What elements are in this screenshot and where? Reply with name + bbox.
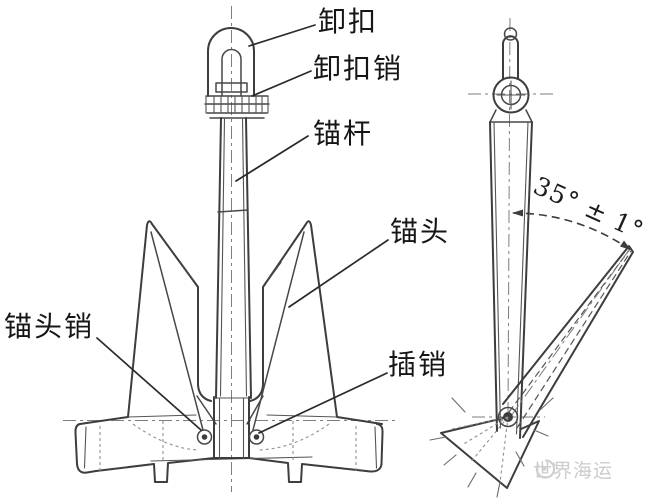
shank-leader-line: [235, 135, 309, 182]
side-fluke-blade: [502, 245, 634, 438]
cotter-pin-circle: [248, 429, 265, 445]
side-centerline-vertical: [507, 17, 511, 417]
side-view-drawing: [429, 17, 634, 498]
shank-outline: [215, 117, 252, 399]
anchor-head-leader-line: [288, 239, 389, 308]
label-anchor-head: 锚头: [390, 215, 451, 248]
side-shank: [489, 121, 533, 439]
anchor-head-pin-circle: [196, 429, 213, 445]
label-cotter-pin: 插销: [388, 348, 449, 381]
shank-heel-block: [213, 396, 250, 459]
label-anchor-head-pin: 锚头销: [4, 310, 95, 343]
side-shackle: [502, 27, 519, 80]
shackle-leader-line: [248, 24, 316, 47]
cotter-pin-leader-line: [258, 372, 388, 434]
label-shackle: 卸扣: [318, 5, 379, 38]
side-shackle-pin-boss: [489, 76, 533, 123]
right-fluke: [249, 220, 338, 431]
front-view-drawing: [63, 6, 397, 492]
side-crown: [429, 397, 554, 498]
leader-lines: [96, 24, 389, 434]
shackle-pin-leader-line: [251, 70, 312, 97]
watermark: 世界海运: [533, 456, 613, 483]
crown-base: [74, 395, 384, 483]
label-shank: 锚杆: [313, 117, 374, 150]
world-shipping-logo-icon: [535, 459, 556, 479]
left-fluke: [127, 220, 212, 431]
label-shackle-pin: 卸扣销: [313, 52, 404, 85]
shackle-pin-collar: [204, 95, 270, 119]
angle-dimension-arc: [512, 209, 631, 250]
anchor-head-pin-leader-line: [96, 337, 202, 431]
